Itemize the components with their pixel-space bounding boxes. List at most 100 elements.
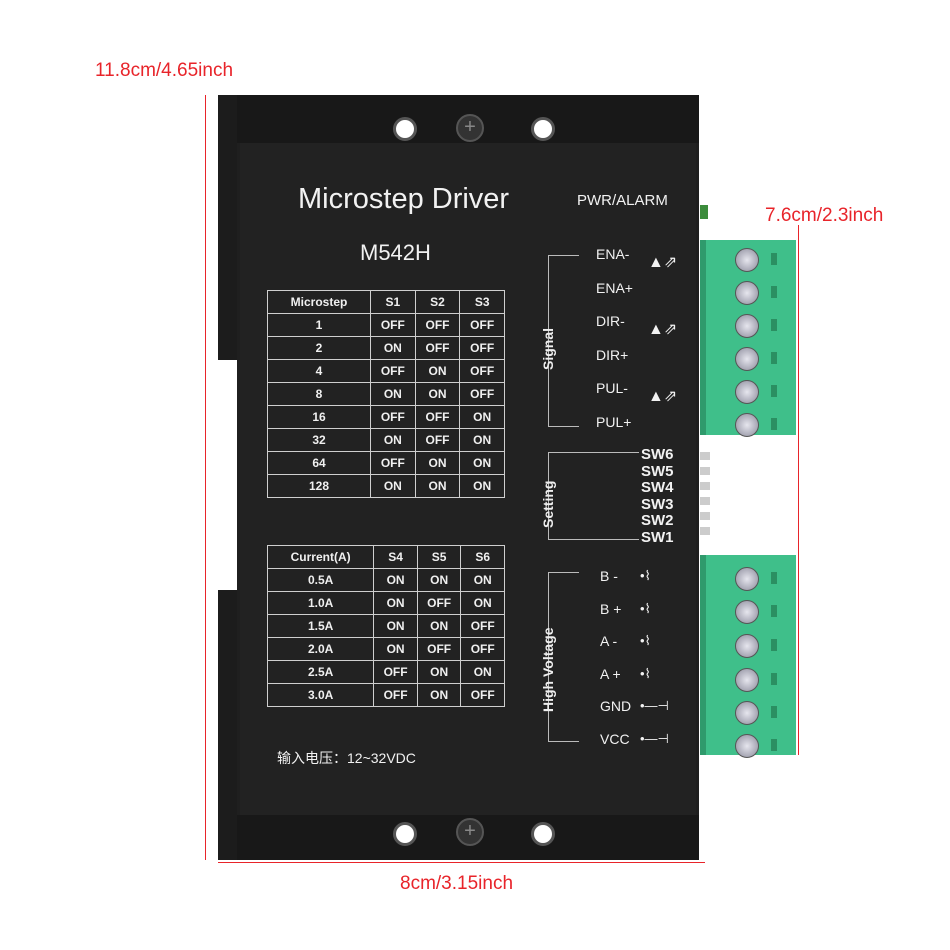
optocoupler-led-icon: ▲⇗: [648, 254, 678, 271]
terminal-screw[interactable]: [735, 380, 759, 404]
table-cell: OFF: [414, 428, 461, 452]
table-header: S1: [370, 290, 416, 314]
table-cell: ON: [459, 428, 505, 452]
switch-label: SW6: [641, 446, 674, 463]
terminal-tab: [771, 253, 777, 265]
terminal-screw[interactable]: [735, 314, 759, 338]
table-header: S4: [373, 545, 418, 569]
height-dimension-line: [205, 95, 206, 860]
table-cell: ON: [416, 683, 462, 707]
mounting-hole: [393, 822, 417, 846]
table-cell: OFF: [416, 637, 462, 661]
table-cell: 0.5A: [266, 568, 375, 592]
switch-label: SW3: [641, 495, 674, 513]
width-dimension-line: [218, 862, 705, 863]
switch-label: SW5: [641, 462, 674, 480]
table-cell: 8: [266, 382, 372, 406]
signal-pin-label: ENA+: [596, 279, 633, 296]
terminal-screw[interactable]: [735, 701, 759, 725]
terminal-tab: [771, 739, 777, 751]
model-number: M542H: [360, 240, 431, 265]
high-voltage-bracket: [548, 572, 579, 742]
table-cell: 32: [266, 428, 372, 452]
table-cell: ON: [414, 474, 461, 498]
table-cell: OFF: [459, 336, 505, 360]
table-cell: OFF: [414, 336, 461, 360]
coil-icon: •⌇: [640, 665, 651, 681]
optocoupler-led-icon: ▲⇗: [648, 388, 678, 405]
table-cell: ON: [414, 359, 461, 383]
switch-label: SW4: [641, 479, 674, 496]
terminal-screw[interactable]: [735, 600, 759, 624]
terminal-screw[interactable]: [735, 248, 759, 272]
terminal-screw[interactable]: [735, 347, 759, 371]
terminal-tab: [771, 385, 777, 397]
terminal-screw[interactable]: [735, 634, 759, 658]
terminal-screw[interactable]: [735, 413, 759, 437]
table-cell: OFF: [370, 313, 416, 337]
terminal-screw[interactable]: [735, 668, 759, 692]
coil-icon: •⌇: [640, 568, 651, 583]
table-cell: ON: [370, 474, 416, 498]
capacitor-icon: •—⊣: [640, 730, 669, 746]
depth-dimension-line: [798, 225, 799, 755]
terminal-tab: [771, 286, 777, 298]
terminal-screw[interactable]: [735, 734, 759, 758]
mounting-hole: [393, 117, 417, 141]
table-cell: 1.5A: [266, 614, 375, 638]
table-cell: 2.0A: [266, 637, 375, 661]
mounting-flange-top: [218, 95, 238, 360]
table-cell: 1: [266, 313, 372, 337]
power-pin-label: B -: [600, 568, 618, 584]
table-cell: OFF: [460, 614, 505, 638]
table-cell: ON: [460, 568, 505, 592]
terminal-screw[interactable]: [735, 281, 759, 305]
signal-pin-label: DIR+: [596, 346, 629, 363]
power-pin-label: B +: [600, 600, 622, 617]
table-cell: ON: [414, 451, 461, 475]
table-cell: OFF: [370, 359, 416, 383]
terminal-tab: [771, 673, 777, 685]
table-cell: ON: [373, 637, 418, 661]
terminal-tab: [771, 639, 777, 651]
height-dimension-label: 11.8cm/4.65inch: [95, 60, 234, 81]
pwr-alarm-label: PWR/ALARM: [577, 192, 668, 209]
led-indicator: [700, 205, 708, 219]
signal-bracket: [548, 255, 579, 427]
table-cell: ON: [460, 660, 505, 684]
table-cell: OFF: [416, 591, 462, 615]
table-cell: ON: [459, 474, 505, 498]
table-cell: ON: [414, 382, 461, 406]
coil-icon: •⌇: [640, 600, 651, 616]
terminal-tab: [771, 605, 777, 617]
table-cell: 16: [266, 405, 372, 429]
table-cell: OFF: [459, 313, 505, 337]
table-cell: OFF: [414, 313, 461, 337]
setting-label: Setting: [540, 480, 556, 528]
terminal-tab: [771, 706, 777, 718]
terminal-screw[interactable]: [735, 567, 759, 591]
table-cell: 128: [266, 474, 372, 498]
signal-pin-label: PUL+: [596, 413, 632, 430]
table-cell: ON: [373, 591, 418, 615]
setting-bracket: [548, 452, 639, 540]
table-cell: OFF: [373, 683, 418, 707]
table-cell: 64: [266, 451, 372, 475]
signal-pin-label: DIR-: [596, 313, 625, 329]
switch-label: SW2: [641, 512, 674, 529]
ground-icon: •—⊣: [640, 698, 669, 713]
high-voltage-label: High Voltage: [540, 627, 556, 712]
screw-icon: +: [456, 114, 484, 142]
switch-label: SW1: [641, 528, 674, 546]
table-cell: ON: [416, 568, 462, 592]
dip-switch[interactable]: [700, 452, 710, 542]
power-pin-label: A +: [600, 665, 621, 682]
